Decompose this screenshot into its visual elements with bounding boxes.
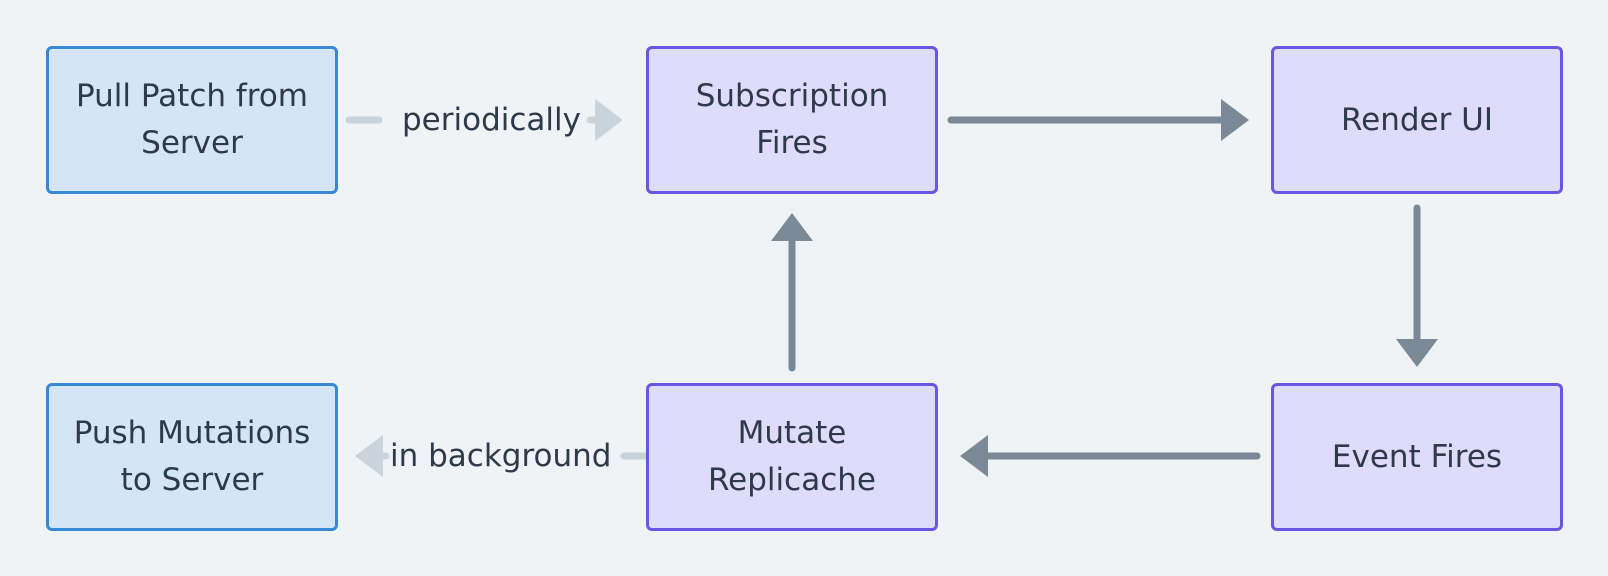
node-render-ui: Render UI — [1271, 46, 1563, 194]
node-push-mutations-to-server: Push Mutations to Server — [46, 383, 338, 531]
node-pull-patch-from-server: Pull Patch from Server — [46, 46, 338, 194]
node-event-fires: Event Fires — [1271, 383, 1563, 531]
node-subscription-fires: Subscription Fires — [646, 46, 938, 194]
node-label: Event Fires — [1331, 438, 1503, 475]
node-label: Subscription Fires — [695, 78, 889, 161]
node-label: Push Mutations to Server — [73, 415, 311, 498]
node-label: Render UI — [1340, 101, 1494, 138]
node-label: Pull Patch from Server — [75, 78, 308, 161]
edge-label-in-background: in background — [390, 438, 612, 474]
edge-label-periodically: periodically — [402, 102, 581, 138]
node-label: Mutate Replicache — [708, 415, 876, 498]
node-mutate-replicache: Mutate Replicache — [646, 383, 938, 531]
